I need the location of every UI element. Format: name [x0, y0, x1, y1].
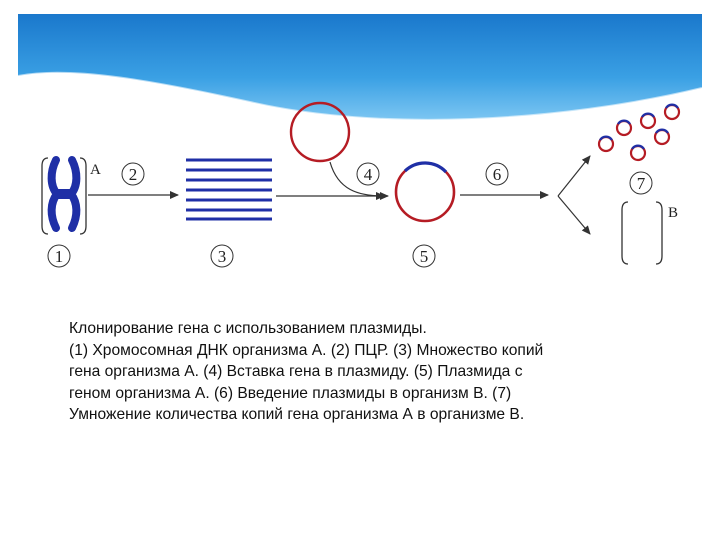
caption-line: (1) Хромосомная ДНК организма А. (2) ПЦР…: [69, 341, 544, 359]
figure-caption: Клонирование гена с использованием плазм…: [69, 318, 639, 426]
gene-cloning-diagram: A 2 4 6: [41, 101, 681, 268]
step-3-circle: [210, 244, 234, 268]
arrow-plasmid-insert: [329, 161, 385, 200]
chromosome-icon: [41, 156, 87, 235]
step-1-circle: [47, 244, 71, 268]
plasmid-copy: [597, 135, 615, 153]
arrow-fork-down: [557, 195, 591, 235]
plasmid-copy: [663, 103, 681, 121]
header-wave-highlight: [17, 71, 703, 121]
step-7-label: 7: [637, 174, 646, 193]
step-2-label: 2: [129, 165, 138, 184]
header-wave: [18, 14, 702, 120]
caption-title: Клонирование гена с использованием плазм…: [69, 320, 427, 337]
step-1-label: 1: [55, 247, 64, 266]
step-5-label: 5: [420, 247, 429, 266]
step-4-label: 4: [364, 165, 373, 184]
caption-line: Умножение количества копий гена организм…: [69, 406, 525, 423]
slide-header-banner: [17, 14, 703, 121]
plasmid-copy: [639, 112, 657, 130]
step-6-label: 6: [493, 165, 502, 184]
plasmid-copy: [653, 128, 671, 146]
step-2-circle: [121, 162, 145, 186]
plasmid-copy: [629, 144, 647, 162]
arrow-fork-up: [557, 155, 591, 197]
plasmid-icon: [289, 101, 351, 163]
step-4-circle: [356, 162, 380, 186]
organism-b-cell-icon: [621, 201, 663, 265]
organism-a-label: A: [90, 162, 101, 178]
step-3-label: 3: [218, 247, 227, 266]
dna-copies-icon: [186, 158, 272, 221]
plasmid-copy: [615, 119, 633, 137]
step-7-circle: [629, 171, 653, 195]
step-6-circle: [485, 162, 509, 186]
caption-line: геном организма А. (6) Введение плазмиды…: [69, 384, 512, 402]
recombinant-plasmid-icon: [394, 161, 456, 223]
step-5-circle: [412, 244, 436, 268]
caption-line: гена организма А. (4) Вставка гена в пла…: [69, 363, 523, 380]
plasmid-cluster-icon: [597, 103, 681, 162]
organism-b-label: B: [668, 205, 678, 221]
